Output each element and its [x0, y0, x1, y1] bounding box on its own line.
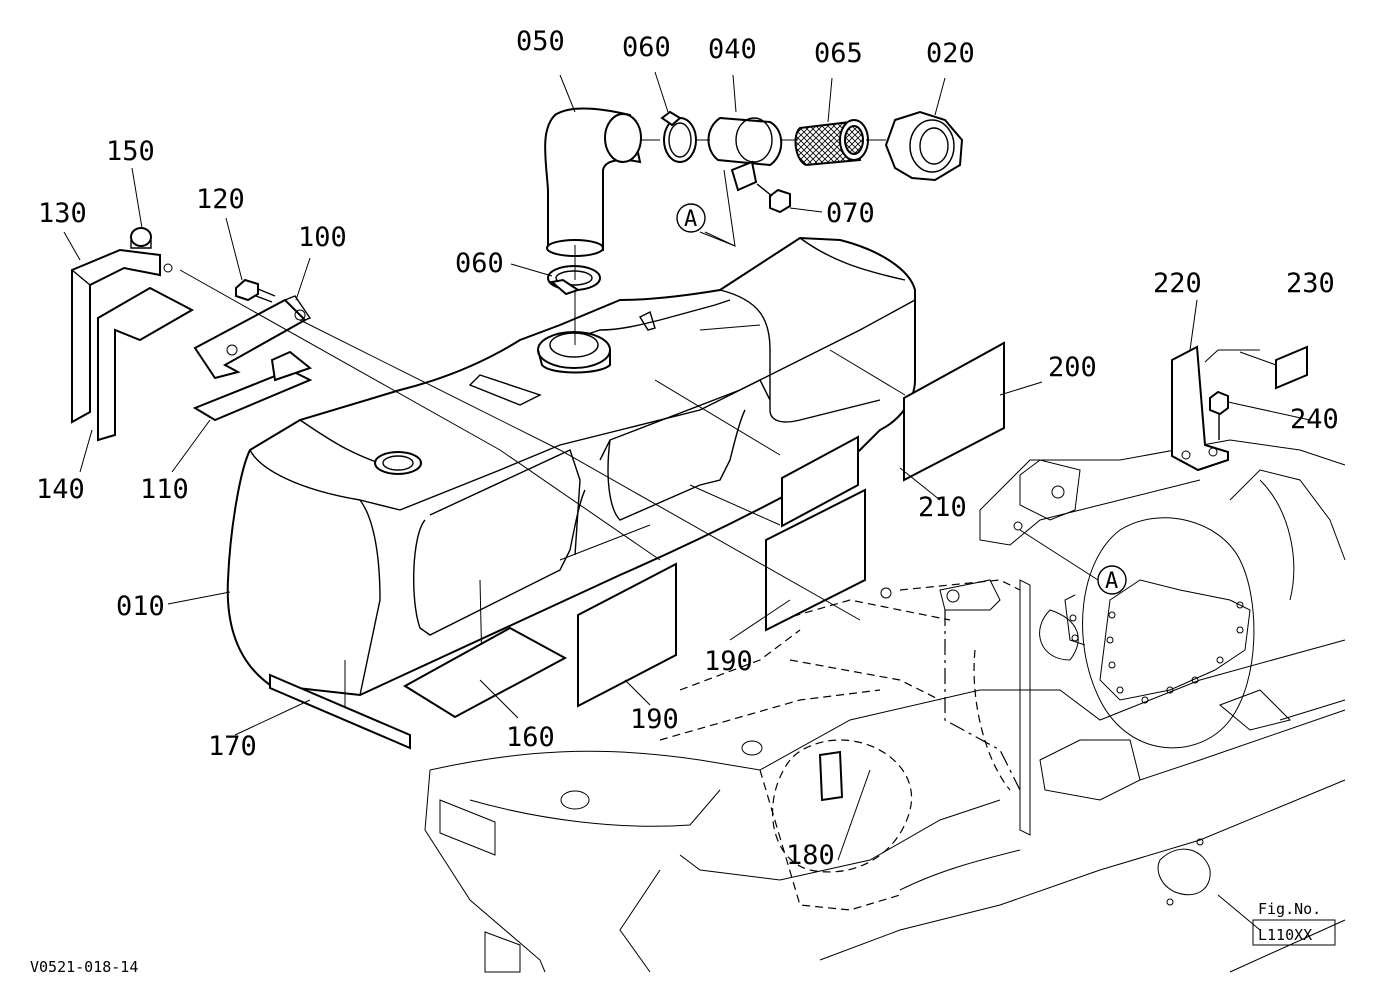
leader-lines: [63, 71, 1311, 931]
label-050: 050: [516, 26, 565, 57]
fig-no-label: Fig.No.: [1258, 900, 1321, 918]
ref-a-top: A: [684, 207, 697, 232]
part-labels: 050 060 040 065 020 070 060 150 130 120 …: [30, 26, 1339, 976]
ref-a-circle-top: [676, 203, 706, 233]
label-130: 130: [38, 198, 87, 229]
label-100: 100: [298, 222, 347, 253]
stickers: [192, 341, 1308, 750]
label-040: 040: [708, 34, 757, 65]
label-180: 180: [786, 840, 835, 871]
label-060-mid: 060: [455, 248, 504, 279]
sticker-190-right: [765, 488, 866, 632]
label-140: 140: [36, 474, 85, 505]
label-210: 210: [918, 492, 967, 523]
ref-a-frame: A: [1105, 569, 1118, 594]
label-150: 150: [106, 136, 155, 167]
label-170: 170: [208, 731, 257, 762]
label-190-right: 190: [704, 646, 753, 677]
label-065: 065: [814, 38, 863, 69]
label-230: 230: [1286, 268, 1335, 299]
sticker-190-left: [577, 562, 677, 708]
tractor-frame: [424, 439, 1346, 973]
label-010: 010: [116, 591, 165, 622]
sticker-200: [903, 341, 1005, 482]
label-060-top: 060: [622, 32, 671, 63]
footer-code: V0521-018-14: [30, 958, 138, 976]
label-110: 110: [140, 474, 189, 505]
ref-a-circle-frame: [1097, 565, 1127, 595]
label-160: 160: [506, 722, 555, 753]
sticker-160: [403, 626, 568, 719]
label-190-left: 190: [630, 704, 679, 735]
label-070: 070: [826, 198, 875, 229]
fuel-tank: [226, 236, 916, 710]
label-240: 240: [1290, 404, 1339, 435]
fig-no-value: L110XX: [1258, 926, 1312, 944]
sticker-210: [781, 435, 859, 528]
filler-assembly: [544, 107, 964, 296]
sticker-230: [1275, 345, 1308, 390]
label-120: 120: [196, 184, 245, 215]
fig-no-box: [1252, 919, 1336, 946]
bracket-130-140: [71, 227, 195, 442]
bracket-100-110: [193, 278, 313, 382]
label-200: 200: [1048, 352, 1097, 383]
bracket-220: [1171, 345, 1229, 472]
sticker-170: [269, 673, 411, 750]
label-020: 020: [926, 38, 975, 69]
sticker-110: [192, 368, 313, 422]
label-220: 220: [1153, 268, 1202, 299]
